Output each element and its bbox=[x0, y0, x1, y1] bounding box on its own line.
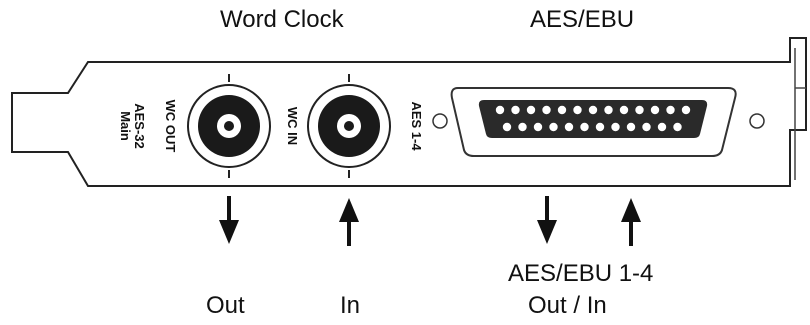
dsub-pin bbox=[611, 122, 620, 132]
dsub-pin bbox=[626, 122, 636, 132]
dsub-pin bbox=[526, 105, 536, 115]
dsub-pin bbox=[681, 105, 691, 115]
dsub-pin bbox=[542, 105, 551, 115]
aes-in-up-arrow bbox=[621, 198, 641, 246]
dsub-pin bbox=[604, 105, 613, 115]
dsub-pin bbox=[502, 122, 512, 132]
aes-ebu-title: AES/EBU bbox=[530, 6, 635, 33]
aes-ebu-dsub-connector bbox=[432, 87, 765, 157]
dsub-pin bbox=[495, 105, 505, 115]
aes-out-in-label: Out / In bbox=[528, 292, 607, 319]
dsub-pin bbox=[650, 105, 660, 115]
wc-in-bnc-connector bbox=[307, 74, 391, 178]
in-up-arrow bbox=[339, 198, 359, 246]
dsub-pin bbox=[549, 122, 558, 132]
aes-1-4-label: AES 1-4 bbox=[409, 101, 424, 151]
dsub-pin bbox=[557, 105, 567, 115]
dsub-pin bbox=[673, 122, 682, 132]
svg-text:Main: Main bbox=[118, 111, 133, 141]
dsub-pins-top-row bbox=[495, 105, 691, 115]
wc-in-label: WC IN bbox=[285, 107, 300, 145]
dsub-pin bbox=[573, 105, 582, 115]
dsub-pin bbox=[588, 105, 598, 115]
wc-out-label: WC OUT bbox=[163, 100, 178, 153]
dsub-pin bbox=[666, 105, 675, 115]
out-label: Out bbox=[206, 292, 245, 319]
dsub-pin bbox=[635, 105, 644, 115]
svg-text:AES-32: AES-32 bbox=[132, 103, 147, 149]
word-clock-title: Word Clock bbox=[220, 6, 344, 33]
aes-out-down-arrow bbox=[537, 196, 557, 244]
aes-ebu-1-4-label: AES/EBU 1-4 bbox=[508, 260, 654, 287]
wc-out-bnc-connector bbox=[187, 74, 271, 178]
dsub-pin bbox=[657, 122, 667, 132]
dsub-pin bbox=[642, 122, 651, 132]
dsub-pin bbox=[533, 122, 543, 132]
dsub-pins-bottom-row bbox=[502, 122, 682, 132]
out-down-arrow bbox=[219, 196, 239, 244]
dsub-pin bbox=[564, 122, 574, 132]
dsub-pin bbox=[511, 105, 520, 115]
dsub-pin bbox=[518, 122, 527, 132]
aes-32-main-label: AES-32 Main bbox=[118, 103, 147, 149]
in-label: In bbox=[340, 292, 361, 319]
dsub-pin bbox=[580, 122, 589, 132]
dsub-pin bbox=[595, 122, 605, 132]
dsub-pin bbox=[619, 105, 629, 115]
